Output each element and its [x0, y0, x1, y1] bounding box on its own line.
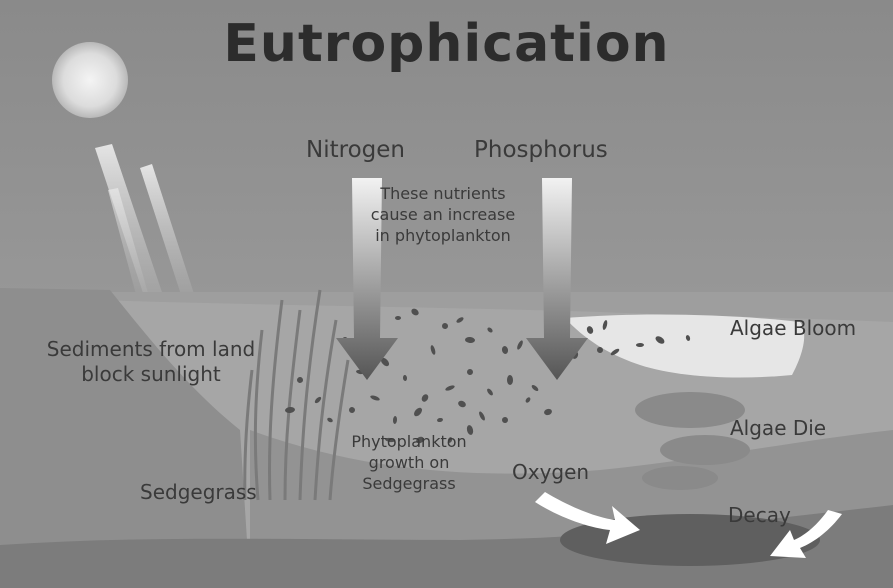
- phytoplankton-speck: [395, 316, 401, 320]
- phosphorus-label: Phosphorus: [474, 137, 608, 163]
- algae-bloom-label: Algae Bloom: [730, 316, 856, 340]
- algae-die-label: Algae Die: [730, 416, 826, 440]
- sediments-label: Sediments from land block sunlight: [36, 337, 266, 387]
- phytoplankton-growth-label: Phytoplankton growth on Sedgegrass: [334, 431, 484, 494]
- sedgegrass-label: Sedgegrass: [140, 480, 257, 504]
- diagram-title: Eutrophication: [0, 14, 893, 74]
- decay-label: Decay: [728, 503, 791, 527]
- oxygen-label: Oxygen: [512, 460, 589, 484]
- nitrogen-label: Nitrogen: [306, 137, 405, 163]
- nutrients-note: These nutrients cause an increase in phy…: [368, 183, 518, 246]
